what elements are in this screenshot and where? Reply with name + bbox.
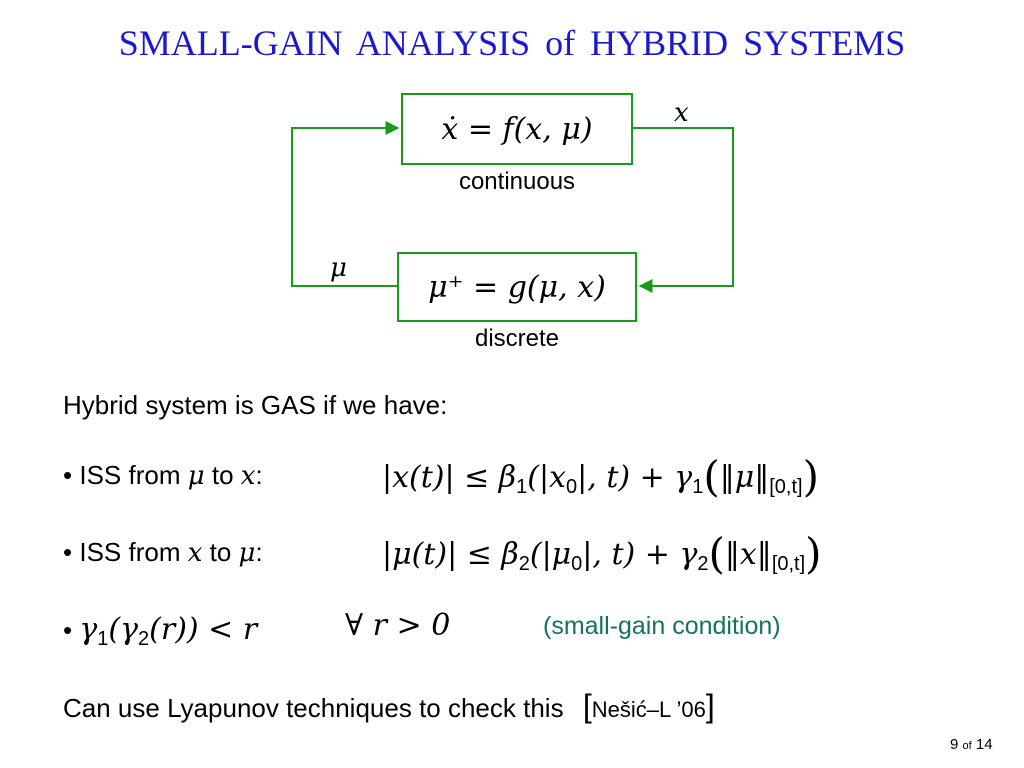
page-of: of (962, 740, 972, 752)
bullet-text: ISS from (79, 537, 181, 567)
bullet-var: x (187, 538, 203, 568)
eq-sub: 1 (97, 628, 109, 650)
eq-sub: 2 (138, 628, 150, 650)
eq-sub: 1 (692, 476, 704, 498)
eq-paren: ( (708, 529, 725, 578)
eq-part: |μ(t)| ≤ β (382, 537, 519, 572)
eq-part: γ (79, 612, 98, 647)
eq-paren: ) (802, 452, 819, 501)
iss-bullet-2: • ISS from x to μ: (63, 537, 263, 568)
eq-paren: ( (703, 452, 720, 501)
mu-feedback-line (291, 121, 400, 287)
eq-sub: 0 (566, 476, 578, 498)
bullet-var: x (240, 461, 256, 491)
eq-part: |x(t)| ≤ β (382, 460, 517, 495)
iss-inequality-2: |μ(t)| ≤ β2(|μ0|, t) + γ2(‖x‖[0,t]) (382, 529, 822, 578)
eq-part: (γ (108, 612, 139, 647)
iss-inequality-1: |x(t)| ≤ β1(|x0|, t) + γ1(‖μ‖[0,t]) (382, 452, 819, 501)
bullet-text: ISS from (79, 460, 181, 490)
citation: Nešić–L ’06 (591, 697, 706, 722)
bullet-var: μ (187, 461, 205, 491)
eq-part: (r)) < r (149, 612, 258, 647)
gas-intro: Hybrid system is GAS if we have: (63, 390, 448, 420)
page-number: 9 of 14 (950, 736, 993, 753)
bullet-text: to (211, 460, 234, 490)
bullet-marker: • (63, 537, 73, 567)
slide-title: SMALL-GAIN ANALYSIS of HYBRID SYSTEMS (118, 23, 906, 63)
mu-signal-label: μ (330, 253, 347, 283)
citation-bracket: [ (582, 688, 592, 724)
eq-sub: 2 (518, 553, 530, 575)
eq-sub: 0 (571, 553, 583, 575)
bullet-marker: • (63, 460, 73, 490)
conclusion-line: Can use Lyapunov techniques to check thi… (63, 688, 715, 725)
eq-part: |, t) + γ (582, 537, 698, 572)
eq-sub: 1 (516, 476, 528, 498)
bullet-colon: : (255, 537, 263, 567)
bullet-colon: : (255, 460, 263, 490)
discrete-label: discrete (474, 325, 560, 352)
continuous-equation: ẋ = f(x, μ) (441, 111, 593, 147)
eq-norm: ‖x‖ (724, 537, 772, 572)
bullet-text: to (209, 537, 232, 567)
bullet-var: μ (238, 538, 256, 568)
eq-norm: ‖μ‖ (719, 460, 770, 495)
eq-part: |, t) + γ (577, 460, 693, 495)
continuous-label: continuous (458, 168, 576, 195)
page-current: 9 (950, 736, 959, 753)
small-gain-bullet: • γ1(γ2(r)) < r (63, 612, 257, 651)
discrete-system-box: μ⁺ = g(μ, x) (397, 252, 637, 322)
x-feedback-line (632, 127, 734, 293)
continuous-system-box: ẋ = f(x, μ) (401, 93, 633, 165)
x-signal-label: x (674, 98, 689, 128)
eq-interval: [0,t] (769, 476, 803, 498)
eq-paren: ) (805, 529, 822, 578)
iss-bullet-1: • ISS from μ to x: (63, 460, 263, 491)
conclusion-text: Can use Lyapunov techniques to check thi… (63, 693, 564, 723)
forall-quantifier: ∀ r > 0 (345, 608, 451, 643)
discrete-equation: μ⁺ = g(μ, x) (428, 269, 606, 305)
small-gain-inequality: γ1(γ2(r)) < r (79, 612, 258, 650)
eq-interval: [0,t] (771, 553, 806, 575)
bullet-marker: • (63, 615, 73, 645)
citation-bracket: ] (705, 688, 715, 724)
eq-part: (|μ (529, 537, 572, 572)
eq-part: (|x (527, 460, 567, 495)
eq-sub: 2 (697, 553, 709, 575)
small-gain-note: (small-gain condition) (543, 612, 781, 640)
page-total: 14 (975, 736, 993, 753)
